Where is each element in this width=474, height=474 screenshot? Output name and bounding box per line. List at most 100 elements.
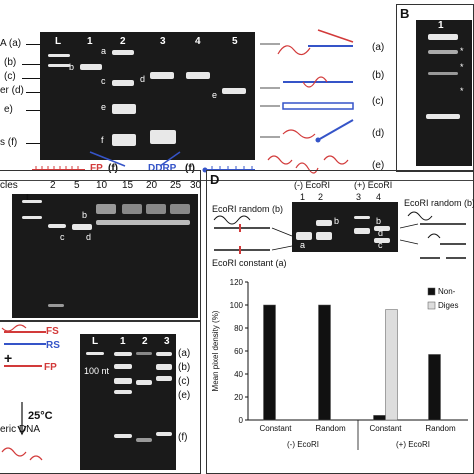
lane-label: 2 [318, 192, 324, 202]
band [156, 376, 172, 381]
lane-label: 1 [120, 336, 126, 347]
band-letter: c [60, 232, 65, 242]
band-letter: d [140, 74, 146, 84]
lane-label: L [26, 194, 33, 204]
constant-left-label: EcoRI constant (a) [212, 258, 287, 268]
ddrp-label: DDRP [148, 163, 177, 174]
band [112, 80, 134, 86]
ddrp-f-label: (f) [185, 163, 195, 174]
lane-label: 3 [160, 36, 166, 47]
y-tick-label: 40 [234, 370, 243, 379]
band [136, 352, 152, 355]
band-letter: a [101, 46, 107, 56]
ecori-right-schematic [400, 211, 466, 259]
left-label-d: er (d) [0, 85, 24, 96]
band [146, 204, 166, 214]
band [428, 50, 458, 54]
right-label-a: (a) [178, 348, 191, 359]
lane-label: 5 [232, 36, 238, 47]
band [354, 228, 370, 234]
lane-label: 1 [438, 20, 444, 31]
right-label-a: (a) [372, 42, 385, 53]
lane-label: 3 [356, 192, 362, 202]
band [96, 204, 116, 214]
lane-label: 2 [50, 180, 56, 191]
band [112, 134, 136, 146]
band [48, 304, 64, 307]
panel-d-label: D [210, 172, 220, 187]
lane-header-c: 2 5 10 15 20 25 30 [12, 180, 201, 194]
gel-c: L b c d [12, 194, 198, 318]
lane-label: 10 [96, 180, 108, 191]
band [48, 64, 70, 67]
panel-c-frame [0, 170, 201, 322]
group-label: (+) EcoRI [396, 440, 430, 449]
band-letter: e [101, 102, 107, 112]
band-letter: e [212, 90, 218, 100]
band-letter: b [334, 216, 340, 226]
band [296, 232, 312, 240]
lane-label: L [55, 36, 62, 47]
left-word: cles [0, 180, 18, 191]
band [22, 200, 42, 203]
band [426, 114, 460, 119]
random-left-label: EcoRI random (b) [212, 204, 284, 214]
plus-ecori-label: (+) EcoRI [354, 180, 393, 190]
lane-label: 4 [376, 192, 382, 202]
band [72, 224, 92, 230]
band-letter: b [82, 210, 88, 220]
x-tick-label: Constant [369, 424, 402, 433]
bar-diges [385, 309, 398, 421]
y-tick-label: 100 [230, 301, 244, 310]
right-label-c: (c) [178, 376, 190, 387]
nt-marker: 100 nt [84, 366, 110, 376]
band [316, 232, 332, 240]
lane-label: 20 [146, 180, 158, 191]
y-tick-label: 120 [230, 278, 244, 287]
lane-label: 1 [300, 192, 306, 202]
left-label-a: A (a) [0, 38, 22, 49]
fp-label: FP [44, 362, 57, 373]
band-letter: c [378, 240, 383, 250]
x-tick-label: Random [315, 424, 346, 433]
lane-label: 2 [120, 36, 126, 47]
temp-label: 25°C [28, 410, 53, 422]
assembly-schematic [1, 324, 46, 461]
band [150, 130, 176, 144]
arrow [26, 143, 40, 144]
band [48, 54, 70, 57]
right-label-b: (b) [372, 70, 385, 81]
fp-label: FP [90, 163, 103, 174]
band-letter: d [378, 228, 384, 238]
arrow [22, 64, 40, 65]
fp-f-label: (f) [108, 163, 118, 174]
band [48, 224, 66, 228]
band [150, 72, 174, 79]
arrow [26, 92, 40, 93]
band [316, 220, 332, 226]
left-label-e: e) [4, 104, 13, 115]
group-label: (-) EcoRI [287, 440, 319, 449]
lane-label: 15 [122, 180, 134, 191]
lane-label: 2 [142, 336, 148, 347]
right-label-b: (b) [178, 362, 191, 373]
band-letter: b [69, 62, 75, 72]
band [114, 434, 132, 438]
minus-ecori-label: (-) EcoRI [294, 180, 330, 190]
band [374, 226, 390, 231]
y-tick-label: 80 [234, 324, 243, 333]
band [136, 438, 152, 442]
band [428, 72, 458, 75]
arrow [26, 44, 40, 45]
bar-non- [263, 304, 276, 421]
bar-non- [428, 354, 441, 421]
band [96, 220, 190, 225]
band [22, 216, 42, 219]
arrow [22, 78, 40, 79]
left-label-c: (c) [4, 71, 16, 82]
right-label-c: (c) [372, 96, 384, 107]
y-tick-label: 60 [234, 347, 243, 356]
band-letter: c [101, 76, 106, 86]
random-right-label: EcoRI random (b) [404, 198, 474, 208]
